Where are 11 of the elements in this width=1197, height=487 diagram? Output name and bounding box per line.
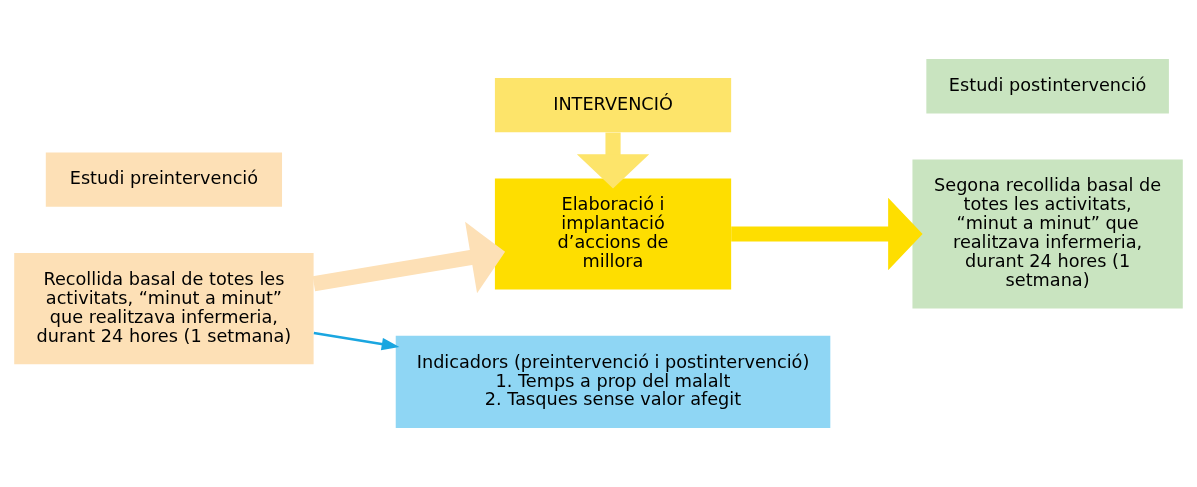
node-box: Recollida basal de totes les activitats, “minut a minut” que realitzava infermeria, durant 24 hores (1 setmana) xyxy=(14,253,314,365)
node-box: INTERVENCIÓ xyxy=(494,78,732,133)
node-box: Elaboració i implantació d’accions de millora xyxy=(494,178,732,290)
node-box: Indicadors (preintervenció i postintervenció) 1. Temps a prop del malalt 2. Tasques sense valor afegit xyxy=(395,335,831,428)
arrow xyxy=(312,221,506,294)
arrow xyxy=(313,331,400,351)
node-box: Estudi postintervenció xyxy=(926,59,1169,114)
arrow xyxy=(576,132,650,189)
node-box: Estudi preintervenció xyxy=(45,152,283,207)
arrow xyxy=(731,197,923,271)
node-box: Segona recollida basal de totes les activitats, “minut a minut” que realitzava infermeria, durant 24 hores (1 setmana) xyxy=(912,159,1183,309)
